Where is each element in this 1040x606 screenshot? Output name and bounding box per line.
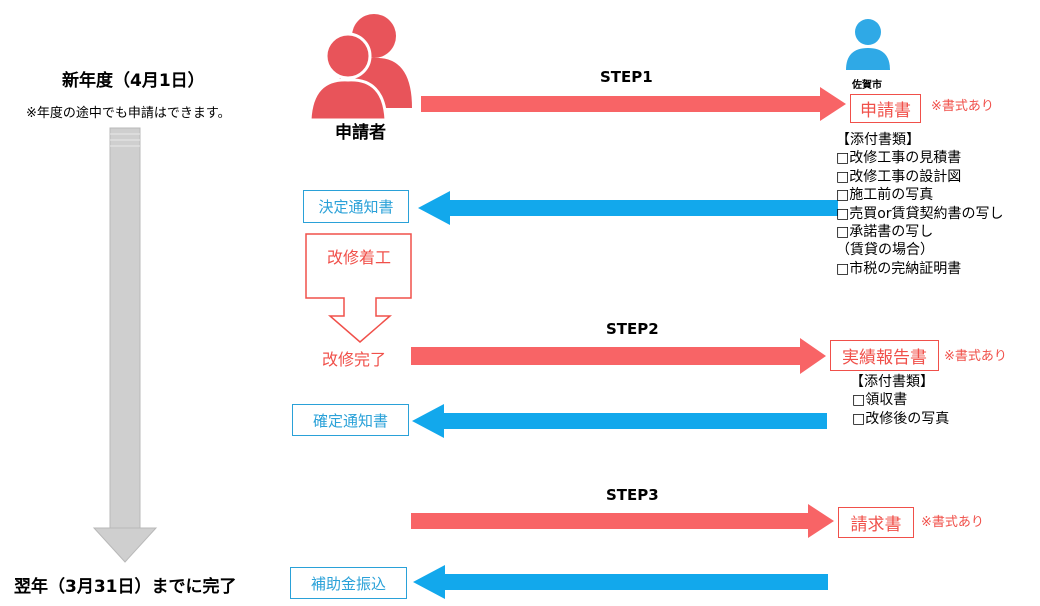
step2-format-note: ※書式あり [944, 349, 1007, 364]
applicant-label: 申請者 [335, 123, 386, 143]
applicant-icon [308, 14, 412, 122]
step1-request-arrow [421, 87, 846, 121]
step1-attachment-item: □施工前の写真 [836, 187, 934, 204]
start-title: 新年度（4月1日） [62, 71, 205, 91]
application-form-box: 申請書 [850, 94, 921, 123]
city-person-icon [846, 19, 890, 70]
start-note: ※年度の途中でも申請はできます。 [26, 106, 231, 121]
step2-attachments-title: 【添付書類】 [850, 374, 934, 390]
step2-label: STEP2 [606, 320, 659, 338]
step1-attachments: 【添付書類】 □改修工事の見積書 □改修工事の設計図 □施工前の写真 □売買or… [836, 131, 1004, 278]
step1-attachments-title: 【添付書類】 [836, 132, 920, 148]
step1-attachment-item: □改修工事の見積書 [836, 150, 962, 167]
step3-format-note: ※書式あり [921, 515, 984, 530]
step1-attachment-item: □承諾書の写し [836, 224, 934, 241]
invoice-box: 請求書 [838, 507, 914, 538]
work-complete-label: 改修完了 [322, 350, 387, 369]
step2-attachment-item: □領収書 [852, 392, 908, 409]
step1-response-arrow [418, 191, 838, 225]
step1-attachment-item: □市税の完納証明書 [836, 260, 962, 277]
step2-attachments: 【添付書類】 □領収書 □改修後の写真 [850, 373, 949, 428]
step1-attachment-item: □売買or賃貸契約書の写し [836, 205, 1004, 222]
step2-response-arrow [412, 404, 827, 438]
step1-attachment-item: （賃貸の場合） [836, 242, 934, 259]
step3-label: STEP3 [606, 486, 659, 504]
step3-response-arrow [413, 565, 828, 599]
confirmation-notice-box: 確定通知書 [292, 404, 409, 436]
subsidy-transfer-box: 補助金振込 [290, 567, 407, 599]
timeline-arrow [92, 127, 158, 563]
step1-attachment-item: □改修工事の設計図 [836, 168, 962, 185]
work-start-callout [305, 233, 412, 343]
step2-attachment-item: □改修後の写真 [852, 410, 950, 427]
step1-label: STEP1 [600, 68, 653, 86]
step2-request-arrow [411, 338, 826, 374]
step3-request-arrow [411, 504, 834, 538]
decision-notice-box: 決定通知書 [303, 190, 409, 223]
work-start-label: 改修着工 [327, 248, 392, 267]
step1-format-note: ※書式あり [931, 99, 994, 114]
performance-report-box: 実績報告書 [830, 340, 939, 371]
end-title: 翌年（3月31日）までに完了 [14, 577, 237, 597]
city-label: 佐賀市 [852, 80, 882, 91]
